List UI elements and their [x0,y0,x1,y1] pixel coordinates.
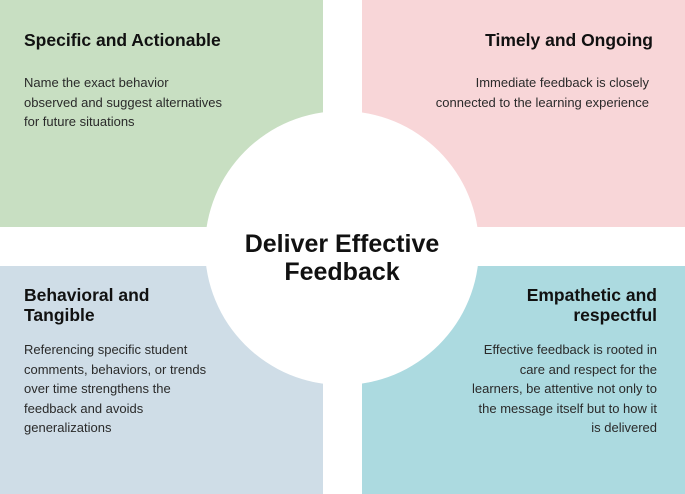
center-circle: Deliver Effective Feedback [205,111,479,385]
quadrant-specific-actionable: Specific and Actionable Name the exact b… [0,0,323,227]
quadrant-description: Referencing specific student comments, b… [24,342,207,435]
quadrant-title: Empathetic and respectful [526,285,657,325]
diagram-title: Deliver Effective Feedback [244,230,440,286]
quadrant-title: Behavioral and Tangible [24,285,150,325]
quadrant-title: Timely and Ongoing [485,30,653,50]
quadrant-description: Effective feedback is rooted in care and… [471,342,657,435]
quadrant-description: Name the exact behavior observed and sug… [24,75,223,129]
quadrant-title: Specific and Actionable [24,30,221,50]
quadrant-description: Immediate feedback is closely connected … [435,75,649,110]
